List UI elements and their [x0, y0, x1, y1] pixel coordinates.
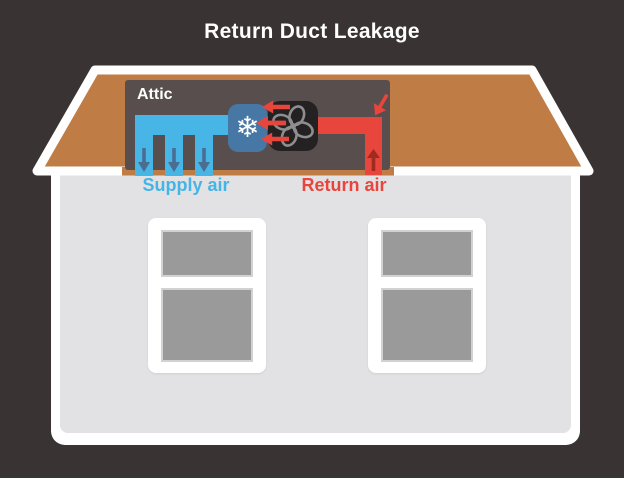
leak-arrow-icon	[373, 93, 389, 116]
supply-arrow-down-icon	[198, 148, 210, 172]
window-left	[148, 218, 266, 373]
window-right	[368, 218, 486, 373]
window-pane	[161, 288, 253, 362]
return-duct-vertical	[365, 117, 382, 175]
house-wall	[60, 162, 571, 433]
fan-icon	[272, 105, 314, 147]
return-arrow-up-icon	[367, 149, 380, 171]
supply-arrow-down-icon	[168, 148, 180, 172]
diagram-title: Return Duct Leakage	[204, 20, 420, 43]
window-pane	[381, 288, 473, 362]
attic-label: Attic	[137, 86, 173, 103]
air-handler-box	[268, 101, 318, 151]
window-pane	[381, 230, 473, 277]
supply-duct-horizontal	[135, 115, 230, 135]
flow-arrow-left-icon	[256, 116, 286, 130]
supply-arrow-down-icon	[138, 148, 150, 172]
flow-arrow-left-icon	[262, 100, 290, 114]
cooling-coil-box: ❄	[228, 104, 267, 152]
supply-air-label: Supply air	[142, 175, 230, 195]
flow-arrow-left-icon	[261, 132, 289, 146]
snowflake-icon: ❄	[235, 112, 260, 144]
window-pane	[161, 230, 253, 277]
return-air-label: Return air	[301, 175, 387, 195]
